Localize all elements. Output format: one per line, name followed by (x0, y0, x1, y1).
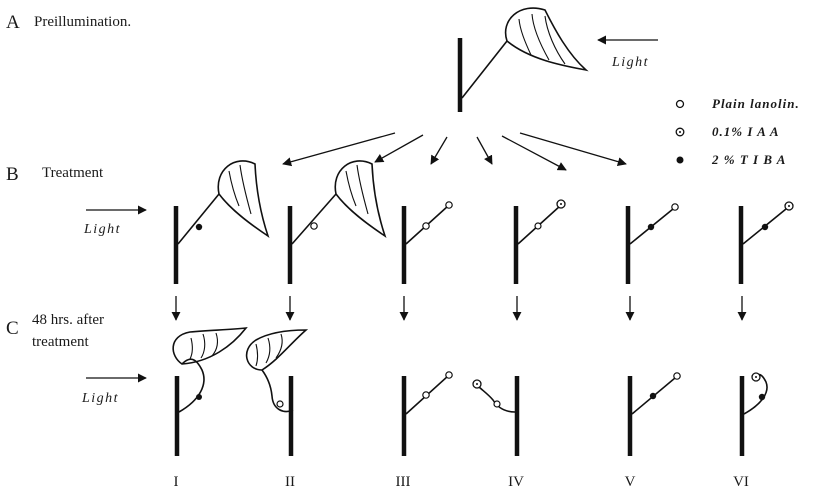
top-light-arrow: Light (597, 35, 658, 70)
section-c-letter: C (6, 318, 19, 339)
b-light-arrow: Light (83, 205, 147, 237)
section-a-title: Preillumination. (34, 14, 131, 30)
b-plant-iv (513, 199, 566, 284)
column-label-ii: II (285, 474, 295, 490)
section-b-letter: B (6, 164, 19, 185)
column-label-v: V (625, 474, 636, 490)
legend-label-plain-lanolin: Plain lanolin. (712, 96, 800, 111)
b-plant-vi (738, 201, 794, 284)
preillumination-plant (457, 7, 589, 112)
c-plant-ii (245, 329, 309, 456)
section-c-title-line1: 48 hrs. after (32, 312, 104, 328)
b-light-label: Light (83, 222, 121, 237)
open-circle-icon (675, 99, 685, 109)
c-plant-i (172, 326, 248, 456)
b-plant-v (625, 203, 679, 284)
column-label-i: I (174, 474, 179, 490)
legend-label-iaa: 0.1% I A A (712, 124, 780, 139)
b-plant-iii (401, 201, 453, 284)
b-plant-ii (287, 160, 387, 284)
down-arrows (171, 296, 747, 321)
c-light-label: Light (81, 391, 119, 406)
c-light-arrow: Light (81, 373, 147, 406)
b-plant-i (173, 160, 270, 284)
section-a-letter: A (6, 12, 20, 33)
branch-arrows (282, 132, 627, 171)
c-plant-iii (401, 371, 453, 456)
c-plant-vi (739, 372, 768, 456)
top-light-label: Light (611, 55, 649, 70)
column-label-iv: IV (508, 474, 524, 490)
legend-label-tiba: 2 % T I B A (711, 152, 786, 167)
filled-circle-icon (676, 156, 684, 164)
column-label-iii: III (396, 474, 411, 490)
section-b-title: Treatment (42, 165, 104, 181)
column-label-vi: VI (733, 474, 749, 490)
c-plant-v (627, 372, 681, 456)
legend: Plain lanolin. 0.1% I A A 2 % T I B A (675, 96, 800, 167)
section-c-title-line2: treatment (32, 334, 89, 350)
c-plant-iv (472, 376, 520, 456)
